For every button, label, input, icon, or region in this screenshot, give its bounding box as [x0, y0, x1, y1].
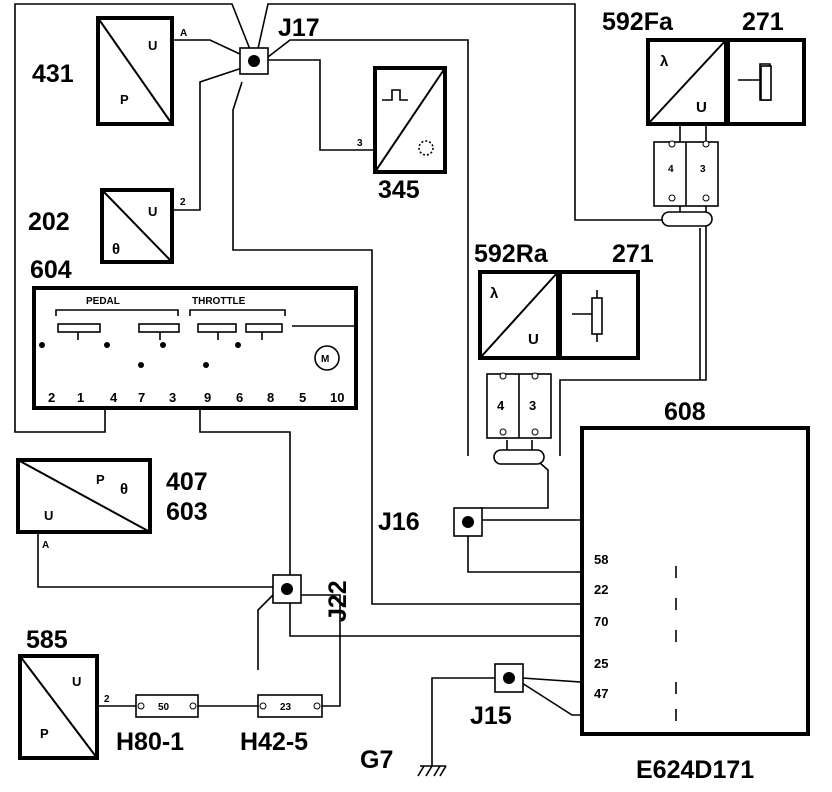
lambda-symbol: λ — [490, 285, 499, 302]
junction-label: J15 — [470, 702, 512, 730]
label-u: U — [696, 99, 707, 116]
component-608: 608 58 22 70 25 47 — [580, 398, 810, 736]
component-585: 585 U P 2 — [18, 626, 110, 760]
junction-j15: J15 — [470, 663, 524, 730]
junction-j16: J16 — [378, 507, 483, 537]
component-592fa: 592Fa 271 λ U 4 3 — [602, 8, 806, 227]
pin-2: 2 — [180, 197, 186, 208]
pin-6: 6 — [236, 390, 243, 405]
pin-a: A — [42, 540, 49, 551]
label-p: P — [96, 472, 105, 487]
component-id: 345 — [378, 176, 420, 204]
component-id: 585 — [26, 626, 68, 654]
component-345: 3 345 — [357, 66, 447, 204]
label-u: U — [148, 204, 157, 219]
component-id-407: 407 — [166, 468, 208, 496]
pin-a: A — [180, 28, 187, 39]
pin-58: 58 — [594, 552, 608, 567]
label-u: U — [528, 331, 539, 348]
pin-2: 2 — [104, 694, 110, 705]
junction-label: J16 — [378, 508, 420, 536]
component-ref: 271 — [612, 240, 654, 268]
pin-4: 4 — [668, 164, 674, 175]
junction-j17: J17 — [239, 14, 320, 75]
motor-label: M — [321, 354, 329, 365]
junction-label: J22 — [324, 580, 352, 622]
component-id: 604 — [30, 256, 72, 284]
component-407-603: P θ U A 407 603 — [16, 458, 208, 551]
label-theta: θ — [112, 241, 120, 258]
ground-label: G7 — [360, 746, 393, 774]
group-throttle: THROTTLE — [192, 296, 246, 307]
pin-10: 10 — [330, 390, 344, 405]
junction-label: J17 — [278, 14, 320, 42]
pin-2: 2 — [48, 390, 55, 405]
pin-23: 23 — [280, 702, 292, 713]
pin-list: 58 22 70 25 47 — [594, 552, 608, 701]
pin-50: 50 — [158, 702, 170, 713]
component-id: 608 — [664, 398, 706, 426]
pin-4: 4 — [110, 390, 118, 405]
pin-47: 47 — [594, 686, 608, 701]
label-p: P — [40, 726, 49, 741]
group-pedal: PEDAL — [86, 296, 120, 307]
connector-label: H80-1 — [116, 728, 184, 756]
pin-70: 70 — [594, 614, 608, 629]
diagram-id: E624D171 — [636, 756, 754, 784]
component-id: 592Ra — [474, 240, 549, 268]
component-202: U θ 2 202 — [28, 188, 186, 264]
component-592ra: 592Ra 271 λ U 4 3 — [474, 240, 654, 465]
pin-4: 4 — [497, 398, 505, 413]
pin-7: 7 — [138, 390, 145, 405]
pin-3: 3 — [169, 390, 176, 405]
component-id: 431 — [32, 60, 74, 88]
pin-1: 1 — [77, 390, 84, 405]
label-theta: θ — [120, 481, 128, 498]
label-p: P — [120, 92, 129, 107]
pin-3: 3 — [529, 398, 536, 413]
connector-label: H42-5 — [240, 728, 308, 756]
pin-3: 3 — [700, 164, 706, 175]
component-431: U P A 431 — [32, 16, 187, 126]
pin-labels: 2 1 4 7 3 9 6 8 5 10 — [48, 390, 344, 405]
component-id: 202 — [28, 208, 70, 236]
pin-9: 9 — [204, 390, 211, 405]
label-u: U — [148, 38, 157, 53]
component-ref: 271 — [742, 8, 784, 36]
component-id: 592Fa — [602, 8, 674, 36]
pin-5: 5 — [299, 390, 306, 405]
label-u: U — [44, 508, 53, 523]
pin-8: 8 — [267, 390, 274, 405]
ground-g7: G7 — [360, 746, 447, 777]
lambda-symbol: λ — [660, 53, 669, 70]
connector-h42-5: 23 H42-5 — [240, 694, 323, 756]
junction-j22: J22 — [272, 574, 352, 622]
component-id-603: 603 — [166, 498, 208, 526]
pin-22: 22 — [594, 582, 608, 597]
label-u: U — [72, 674, 81, 689]
connector-h80-1: 50 H80-1 — [116, 694, 199, 756]
pin-3: 3 — [357, 138, 363, 149]
component-604: 604 PEDAL THROTTLE M 2 1 4 7 3 9 — [30, 256, 358, 410]
pin-25: 25 — [594, 656, 608, 671]
